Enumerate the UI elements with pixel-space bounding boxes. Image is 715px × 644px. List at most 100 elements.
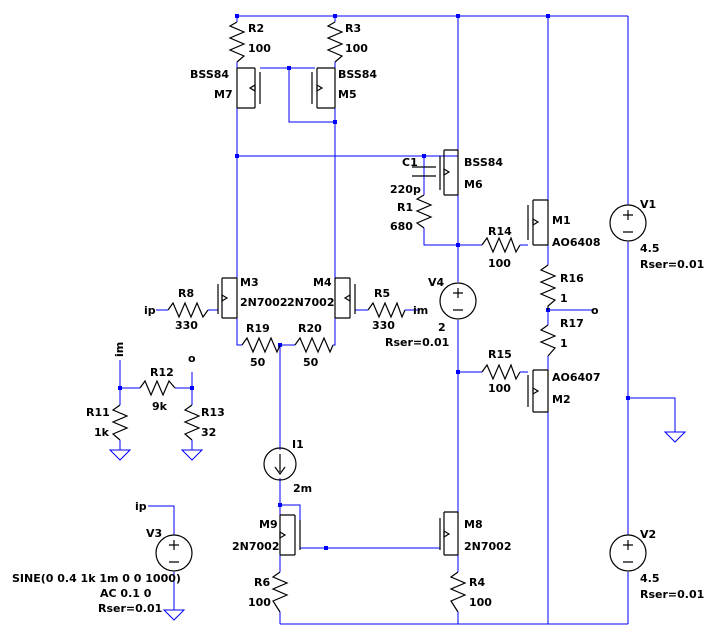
R16-resistor bbox=[539, 264, 557, 310]
R20-resistor bbox=[294, 336, 334, 354]
net-im-left: im bbox=[113, 342, 126, 357]
R6-value: 100 bbox=[248, 596, 271, 609]
R3-value: 100 bbox=[345, 42, 368, 55]
net-ip-v3: ip bbox=[135, 500, 147, 513]
R5-value: 330 bbox=[372, 319, 395, 332]
R15-resistor bbox=[481, 363, 521, 381]
R6-name: R6 bbox=[254, 576, 270, 589]
V2-voltage-source bbox=[609, 534, 647, 572]
M9-model: 2N7002 bbox=[232, 540, 279, 553]
M3-name: M3 bbox=[240, 276, 259, 289]
R1-value: 680 bbox=[390, 220, 413, 233]
V4-voltage-source bbox=[439, 282, 477, 320]
R17-value: 1 bbox=[560, 337, 568, 350]
M1-mosfet bbox=[527, 199, 549, 246]
R20-value: 50 bbox=[303, 356, 319, 369]
M6-mosfet bbox=[439, 149, 459, 196]
R17-name: R17 bbox=[560, 317, 584, 330]
R13-resistor bbox=[183, 404, 201, 441]
R8-resistor bbox=[167, 301, 209, 319]
R12-name: R12 bbox=[150, 366, 174, 379]
M2-mosfet bbox=[527, 369, 549, 413]
M2-model: AO6407 bbox=[552, 371, 600, 384]
R14-name: R14 bbox=[488, 225, 512, 238]
R19-value: 50 bbox=[250, 356, 266, 369]
I1-name: I1 bbox=[292, 438, 304, 451]
R5-name: R5 bbox=[374, 287, 390, 300]
R16-name: R16 bbox=[560, 272, 584, 285]
V4-rser: Rser=0.01 bbox=[385, 336, 449, 349]
net-ip-left: ip bbox=[144, 304, 156, 317]
M6-name: M6 bbox=[464, 178, 483, 191]
M8-model: 2N7002 bbox=[464, 540, 511, 553]
M1-name: M1 bbox=[552, 214, 571, 227]
R4-resistor bbox=[449, 571, 467, 613]
V1-voltage-source bbox=[609, 204, 647, 242]
R15-name: R15 bbox=[488, 348, 512, 361]
M5-mosfet bbox=[311, 67, 336, 109]
M4-model: 2N7002 bbox=[287, 296, 334, 309]
I1-value: 2m bbox=[293, 482, 312, 495]
wires bbox=[119, 15, 676, 625]
R11-resistor bbox=[111, 404, 129, 441]
I1-current-source bbox=[263, 447, 297, 481]
R4-value: 100 bbox=[469, 596, 492, 609]
M9-mosfet bbox=[279, 514, 301, 556]
R2-name: R2 bbox=[248, 22, 264, 35]
net-o-left: o bbox=[188, 352, 196, 365]
R12-value: 9k bbox=[152, 400, 168, 413]
R5-resistor bbox=[367, 301, 406, 319]
R19-name: R19 bbox=[246, 322, 270, 335]
junctions bbox=[118, 14, 630, 550]
R1-name: R1 bbox=[397, 201, 413, 214]
R12-resistor bbox=[139, 379, 176, 397]
M2-name: M2 bbox=[552, 393, 571, 406]
M7-mosfet bbox=[236, 67, 261, 109]
R17-resistor bbox=[539, 324, 557, 357]
V3-ac: AC 0.1 0 bbox=[100, 587, 152, 600]
M1-model: AO6408 bbox=[552, 236, 600, 249]
R11-value: 1k bbox=[94, 426, 110, 439]
V2-rser: Rser=0.01 bbox=[640, 588, 704, 601]
R6-resistor bbox=[271, 571, 289, 613]
C1-name: C1 bbox=[402, 156, 418, 169]
V2-name: V2 bbox=[640, 528, 656, 541]
R15-value: 100 bbox=[488, 382, 511, 395]
M4-mosfet bbox=[334, 277, 356, 319]
V1-value: 4.5 bbox=[640, 242, 660, 255]
M8-name: M8 bbox=[464, 518, 483, 531]
M5-name: M5 bbox=[338, 88, 357, 101]
V3-voltage-source bbox=[155, 534, 193, 572]
R13-name: R13 bbox=[201, 406, 225, 419]
M5-model: BSS84 bbox=[338, 68, 377, 81]
M3-model: 2N7002 bbox=[240, 296, 287, 309]
V2-value: 4.5 bbox=[640, 572, 660, 585]
R16-value: 1 bbox=[560, 292, 568, 305]
R20-name: R20 bbox=[298, 322, 322, 335]
M6-model: BSS84 bbox=[464, 156, 503, 169]
M3-mosfet bbox=[217, 277, 238, 319]
R3-resistor bbox=[326, 21, 344, 63]
labels: R2 100 R3 100 BSS84 M7 BSS84 M5 C1 220p … bbox=[12, 22, 704, 615]
R1-resistor bbox=[415, 194, 433, 229]
R8-value: 330 bbox=[175, 319, 198, 332]
R19-resistor bbox=[241, 336, 281, 354]
R11-name: R11 bbox=[86, 406, 110, 419]
R13-value: 32 bbox=[201, 426, 216, 439]
C1-capacitor bbox=[412, 156, 436, 195]
V1-rser: Rser=0.01 bbox=[640, 258, 704, 271]
M4-name: M4 bbox=[313, 276, 332, 289]
R4-name: R4 bbox=[469, 576, 485, 589]
net-o-right: o bbox=[591, 304, 599, 317]
V4-value: 2 bbox=[438, 321, 446, 334]
M9-name: M9 bbox=[259, 518, 278, 531]
V3-rser: Rser=0.01 bbox=[98, 602, 162, 615]
C1-value: 220p bbox=[390, 183, 421, 196]
R14-value: 100 bbox=[488, 257, 511, 270]
R8-name: R8 bbox=[178, 287, 194, 300]
V3-name: V3 bbox=[146, 527, 162, 540]
M7-name: M7 bbox=[214, 88, 233, 101]
M8-mosfet bbox=[439, 511, 459, 556]
R14-resistor bbox=[481, 236, 521, 254]
